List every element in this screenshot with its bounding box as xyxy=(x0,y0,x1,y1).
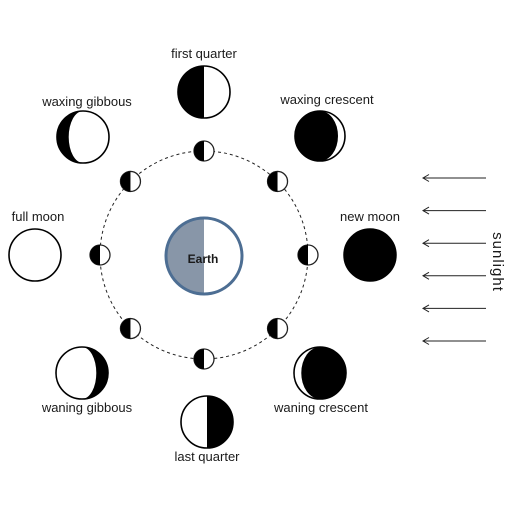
label-first-quarter: first quarter xyxy=(171,46,237,61)
sunlight-arrow xyxy=(422,271,486,280)
orbit-moon xyxy=(193,348,215,370)
sunlight-label: sunlight xyxy=(489,232,506,292)
sunlight-arrow xyxy=(422,206,486,215)
label-waning-gibbous: waning gibbous xyxy=(41,400,133,415)
orbit-moon xyxy=(266,170,289,193)
label-waning-crescent: waning crescent xyxy=(273,400,368,415)
earth-label: Earth xyxy=(188,252,219,266)
sunlight-arrow xyxy=(422,239,486,248)
orbit-moon xyxy=(193,140,215,162)
earth-night-side xyxy=(166,218,204,294)
label-last-quarter: last quarter xyxy=(174,449,240,464)
moon-waning-gibbous xyxy=(55,346,109,400)
sunlight-arrows xyxy=(422,174,486,345)
moon-new-moon xyxy=(343,228,397,282)
moon-last-quarter xyxy=(180,395,234,449)
phase-moons xyxy=(8,65,397,449)
moon-first-quarter xyxy=(177,65,231,119)
earth: Earth xyxy=(164,216,244,296)
sunlight-arrow xyxy=(422,337,486,345)
moon-waxing-gibbous xyxy=(56,110,110,164)
orbit-moons xyxy=(89,140,319,370)
moon-full-moon xyxy=(8,228,62,282)
earth-day-side xyxy=(204,218,242,294)
label-new-moon: new moon xyxy=(340,209,400,224)
orbit-moon xyxy=(119,317,142,340)
orbit-moon xyxy=(266,317,289,340)
moon-waxing-crescent xyxy=(294,110,346,162)
label-waxing-crescent: waxing crescent xyxy=(279,92,374,107)
orbit-moon xyxy=(119,170,142,193)
moon-waning-crescent xyxy=(293,346,347,400)
earth-outline xyxy=(164,216,244,296)
orbit-moon xyxy=(297,244,319,266)
sunlight-arrow xyxy=(422,304,486,313)
orbit-moon xyxy=(89,244,111,266)
sunlight-arrow xyxy=(422,174,486,182)
label-full-moon: full moon xyxy=(12,209,65,224)
label-waxing-gibbous: waxing gibbous xyxy=(41,94,132,109)
